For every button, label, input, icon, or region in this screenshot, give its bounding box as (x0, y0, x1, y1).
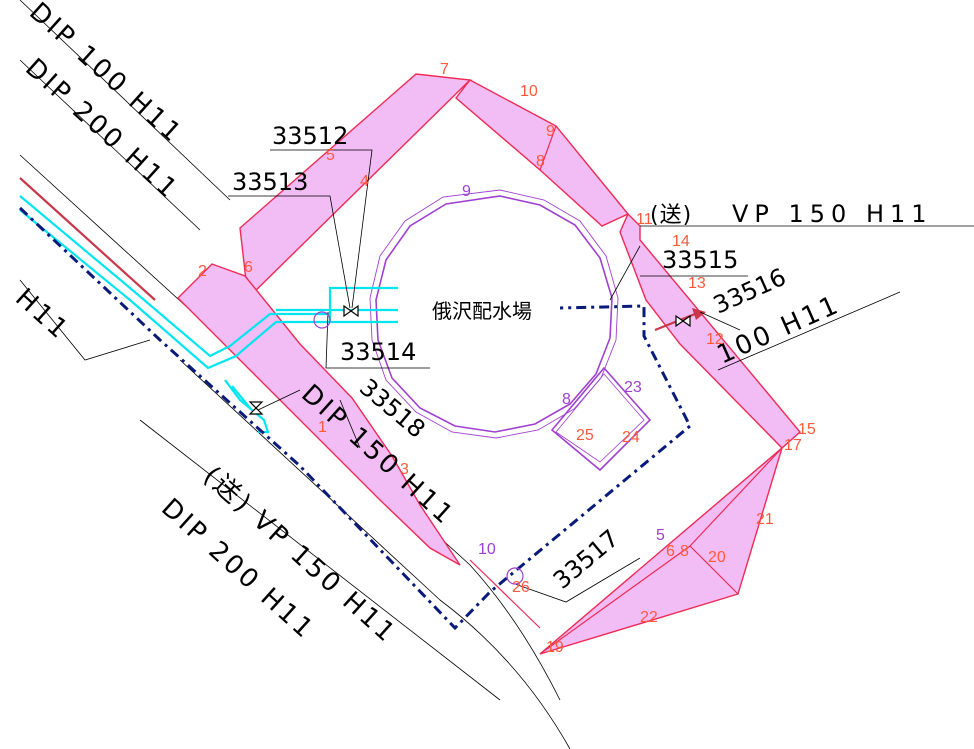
area-number: 7 (440, 61, 449, 78)
valve-symbols (248, 304, 691, 415)
area-number: 6 (666, 543, 675, 560)
area-number: 25 (576, 427, 594, 444)
road-outlines (19, 0, 571, 749)
pipe-label-vp150-right: VP 150 H11 (732, 200, 933, 228)
valve-circle-icon (506, 567, 524, 585)
area-numbers: 7 10 9 8 5 4 6 2 1 3 9 11 14 13 12 15 17… (198, 61, 816, 656)
pipe-label-vp150-tag: (送) (650, 203, 692, 228)
valve-label-33515: 33515 (662, 246, 738, 274)
area-number: 19 (546, 639, 564, 656)
polygon-left-strip (177, 263, 461, 566)
area-number: 8 (680, 543, 689, 560)
dashed-boundary (18, 206, 692, 631)
area-number: 8 (562, 391, 571, 408)
area-number: 4 (360, 173, 369, 190)
area-number: 1 (318, 419, 327, 436)
area-number: 21 (756, 511, 774, 528)
valve-circles (313, 311, 524, 585)
area-number: 22 (640, 609, 658, 626)
area-number: 26 (512, 579, 530, 596)
tank-circle (369, 189, 619, 439)
red-main-line (19, 177, 156, 301)
area-number: 6 (244, 259, 253, 276)
valve-icon (675, 314, 691, 328)
valve-label-33512: 33512 (272, 122, 348, 150)
water-lines (19, 195, 398, 434)
polygon-inner-lines (469, 125, 783, 655)
area-number: 13 (688, 275, 706, 292)
area-number: 24 (622, 429, 640, 446)
area-number: 9 (546, 123, 555, 140)
area-number: 10 (520, 83, 538, 100)
area-number: 14 (672, 233, 690, 250)
valve-icon (248, 401, 264, 415)
area-number: 3 (400, 461, 409, 478)
valve-label-33514: 33514 (340, 338, 416, 366)
area-number: 5 (656, 527, 665, 544)
area-number: 8 (536, 153, 545, 170)
valve-label-33513: 33513 (232, 168, 308, 196)
red-arrow-icon (692, 308, 706, 320)
facility-name: 俄沢配水場 (432, 300, 532, 323)
area-number: 11 (636, 211, 653, 228)
area-number: 2 (198, 263, 207, 280)
area-number: 10 (478, 541, 496, 558)
pipe-label-h11: H11 (9, 283, 75, 347)
polygon-bottom-right (539, 445, 784, 655)
area-number: 23 (624, 379, 642, 396)
area-number: 12 (706, 331, 724, 348)
valve-icon (343, 304, 359, 318)
area-number: 20 (708, 549, 726, 566)
facility-polygons (177, 73, 801, 655)
area-number: 17 (784, 437, 802, 454)
area-number: 9 (462, 183, 471, 200)
small-building (550, 366, 652, 472)
leader-lines (228, 149, 974, 603)
area-number: 15 (798, 421, 816, 438)
valve-circle-icon (313, 311, 331, 329)
area-number: 5 (326, 147, 335, 164)
